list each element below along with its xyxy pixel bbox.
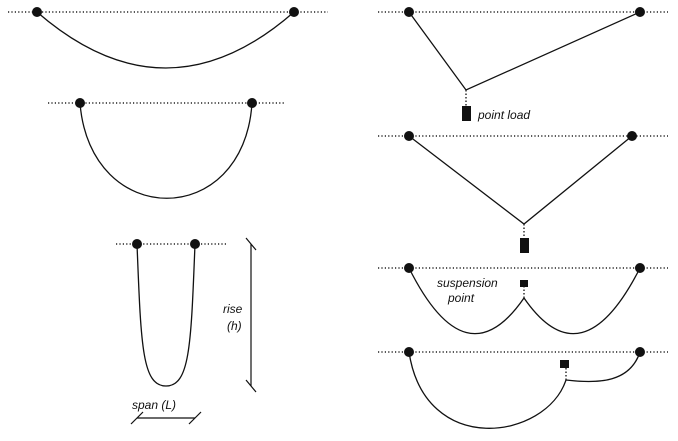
- cable-point-load-center: [378, 131, 668, 253]
- support-node: [75, 98, 85, 108]
- rise-tick-bottom: [245, 379, 257, 393]
- span-tick-left: [130, 411, 144, 425]
- rise-dimension: rise (h): [223, 237, 257, 393]
- cable-curve-left: [408, 351, 567, 429]
- support-node: [132, 239, 142, 249]
- suspension-point-label: point: [447, 291, 475, 305]
- support-node: [404, 131, 414, 141]
- support-node: [404, 263, 414, 273]
- cable-curve: [136, 243, 196, 387]
- rise-label: rise: [223, 302, 243, 316]
- rise-tick-top: [245, 237, 257, 251]
- support-node: [289, 7, 299, 17]
- support-node: [404, 347, 414, 357]
- cable-asymmetric-suspension: [378, 347, 668, 429]
- cable-point-load-left: point load: [378, 7, 668, 122]
- span-label: span (L): [132, 398, 176, 412]
- support-node: [247, 98, 257, 108]
- support-node: [32, 7, 42, 17]
- point-load-weight: [520, 238, 529, 253]
- cable-deep-sag: [116, 239, 226, 387]
- cable-curve-right: [565, 351, 641, 383]
- support-node: [635, 347, 645, 357]
- span-dimension: span (L): [130, 398, 202, 425]
- cable-curve: [36, 11, 295, 69]
- suspension-label: suspension: [437, 276, 498, 290]
- cable-medium-sag: [48, 98, 284, 199]
- support-node: [627, 131, 637, 141]
- cable-shallow-sag: [8, 7, 328, 69]
- cable-suspension-point: suspension point: [378, 263, 668, 335]
- point-load-weight: [462, 106, 471, 121]
- support-node: [635, 7, 645, 17]
- cable-curve: [79, 102, 253, 199]
- cable-segments: [408, 135, 633, 225]
- support-node: [190, 239, 200, 249]
- cable-segments: [408, 11, 641, 91]
- rise-symbol-label: (h): [227, 319, 242, 333]
- suspension-block: [560, 360, 569, 368]
- point-load-label: point load: [477, 108, 530, 122]
- span-tick-right: [188, 411, 202, 425]
- support-node: [404, 7, 414, 17]
- suspension-block: [520, 280, 528, 287]
- support-node: [635, 263, 645, 273]
